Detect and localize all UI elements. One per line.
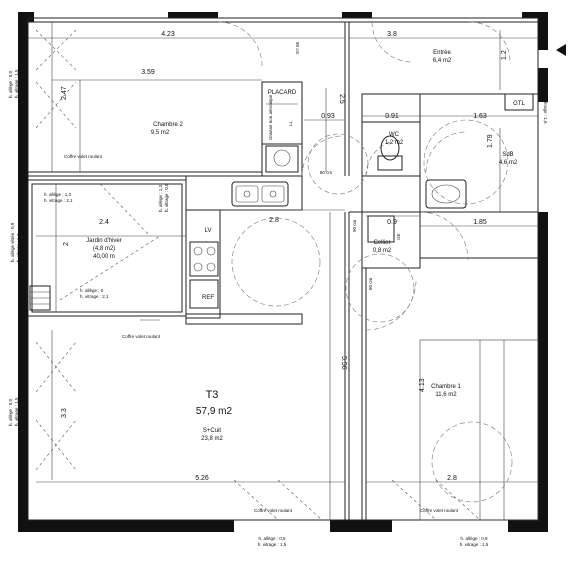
note-left-mid-vitrage: h. vitrage : 1,3 [16,233,21,262]
dim-hall-depth: 2.5 [338,94,345,104]
bathroom-basin [425,179,467,209]
note-left-top-allege: h. allège : 0,9 [8,70,13,98]
door-swings [217,21,513,503]
dim-ch2-height: 2.47 [61,86,68,100]
note-jardin-bottom-allege: h. allège : 0 [80,288,104,293]
room-area-entree: 6,4 m2 [433,58,452,64]
dim-living-height: 5.56 [340,356,347,370]
room-area-cellier: 0,8 m2 [373,248,392,254]
dim-ch1-height: 4.13 [419,378,426,392]
note-left-bot-vitrage: h. vitrage : 1,5 [14,397,19,426]
room-name-chambre1: Chambre 1 [431,384,461,390]
exterior-walls [18,12,548,532]
dim-ch2-width: 3.59 [141,69,155,76]
dimension-lines [28,22,538,520]
note-volet-living: Coffre volet roulant [122,334,161,339]
apartment-total-area: 57,9 m2 [196,406,233,417]
dim-12: 1.2 [501,50,508,60]
note-left-mid-allege: h. allège vitrée : 0,9 [10,222,15,262]
dim-top-left: 4.23 [161,31,175,38]
living-area: 23,8 m2 [201,436,223,442]
room-name-jardin: Jardin d'hiver [86,238,122,244]
room-name-entree: Entrée [433,50,451,56]
dim-jardin-height: 2 [63,242,70,246]
room-name-cellier: Cellier [373,240,390,246]
dim-80cm-3: 80 cm [368,277,373,290]
dim-179: 1.79 [487,134,494,148]
note-left-top-vitrage: h. vitrage : 1,5 [14,69,19,98]
room-area-wc: 1,2 m2 [385,140,404,146]
dim-left-33: 3.3 [61,408,68,418]
ref-label: REF [202,295,214,301]
note-jardin-allege: h. allège : 1,3 [44,192,72,197]
note-bottom-left-vitrage: h. vitrage : 1,5 [258,542,287,547]
washing-drum [273,149,291,167]
cellier-fixture [367,215,395,243]
dim-jardin-width: 2.4 [99,219,109,226]
window-marks [35,29,481,521]
placard-label: PLACARD [268,90,297,96]
dim-kitchen-28: 2.8 [269,217,279,224]
room-area-jardin: (4,8 m2) [93,246,115,252]
note-left-bot-allege: h. allège : 0,9 [8,398,13,426]
living-label: S+Cuit [203,428,222,434]
dim-163: 1.63 [473,113,487,120]
room-area-sdb: 4,6 m2 [499,160,518,166]
room-name-chambre2: Chambre 2 [153,122,183,128]
washing-machine [265,145,299,173]
toilet [377,135,403,171]
interior-walls [27,17,539,521]
dim-top-right: 3.8 [387,31,397,38]
dim-80cm-2: 80 cm [320,170,333,175]
radiator [29,285,51,311]
dim-091: 0.91 [385,113,399,120]
note-bottom-left-allege: h. allège : 0,5 [258,536,286,541]
dim-09: 0.9 [387,219,397,226]
dim-80cm-1: 80 cm [295,42,300,55]
entrance-arrow-icon [556,44,566,56]
shower-note: Graisse non aéronique [268,94,273,140]
note-volet-bottom-right: Coffre volet roulant [420,508,459,513]
cooktop [189,241,219,277]
fridge [189,279,219,309]
kitchen-sink [231,181,289,207]
dim-90cm: 90 cm [352,219,357,232]
gtl-label: GTL [513,101,525,107]
room-area-chambre1: 11,6 m2 [435,392,457,398]
note-volet-bottom-left: Coffre volet roulant [254,508,293,513]
apartment-type: T3 [206,389,219,401]
room-perimeter-jardin: 40,00 m [93,254,115,260]
note-jardin-right-vitrage: h. vitrage : 0,8 [164,183,169,212]
dim-living-width: 5.26 [195,475,209,482]
room-area-chambre2: 9,5 m2 [151,130,170,136]
note-jardin-right-allege: h. allège : 1,3 [158,184,163,212]
note-bottom-right-vitrage: h. vitrage : 1,5 [460,542,489,547]
note-bottom-right-allege: h. allège : 0,9 [460,536,488,541]
ge-label: GE [396,233,401,240]
ll-label: LL [288,120,293,126]
room-name-sdb: SdB [502,152,513,158]
note-jardin-vitrage: h. vitrage : 2,1 [44,198,73,203]
note-right-ph: Ph. Ph. vitrage : 1,5 [543,84,548,124]
dim-185: 1.85 [473,219,487,226]
note-volet-ch2: Coffre volet roulant [64,154,103,159]
dim-093: 0.93 [321,113,335,120]
dim-ch1-width: 2.8 [447,475,457,482]
room-name-wc: WC [389,132,400,138]
lv-label: LV [205,228,212,234]
note-jardin-bottom-vitrage: h. vitrage : 2,1 [80,294,109,299]
